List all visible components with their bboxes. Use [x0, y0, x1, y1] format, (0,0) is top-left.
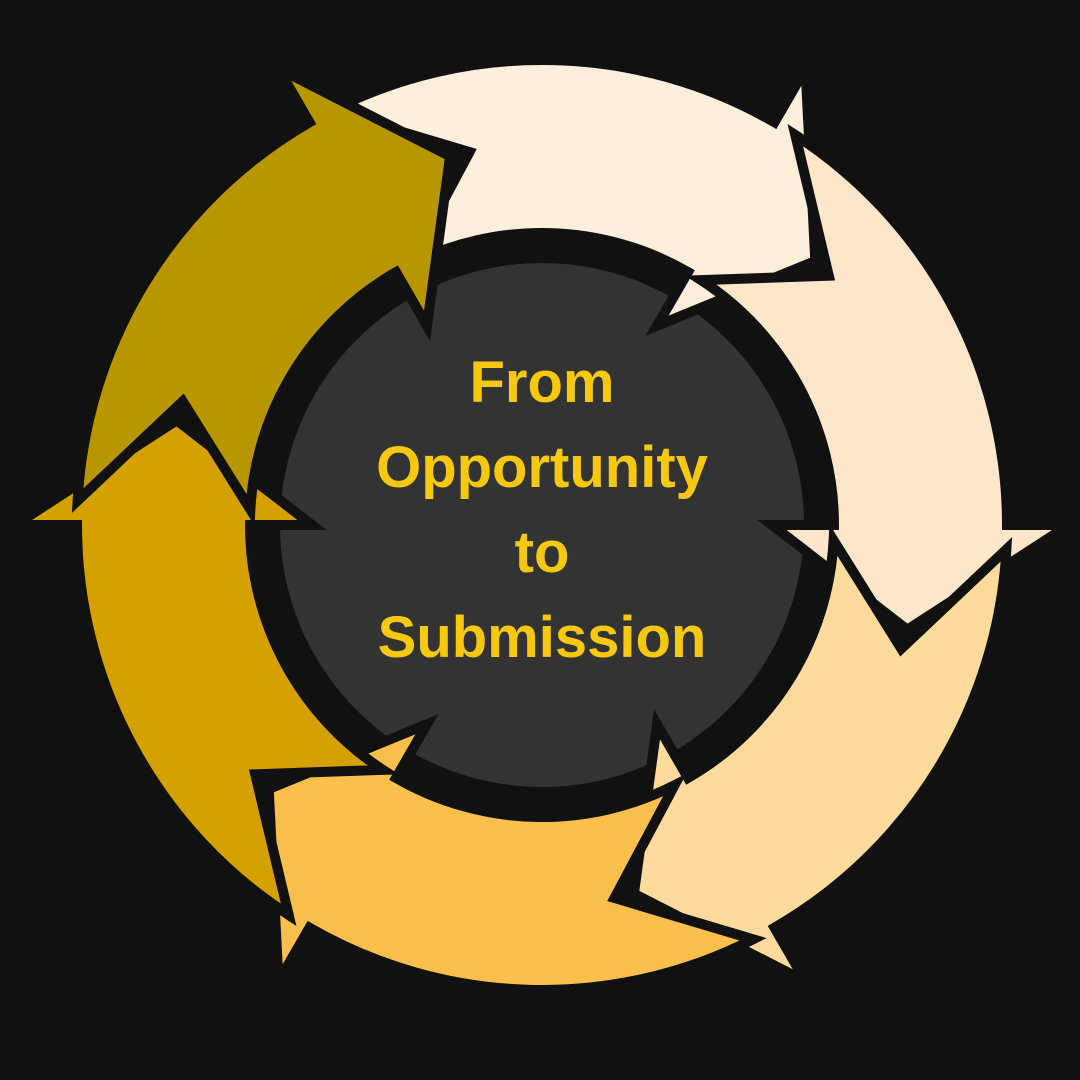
cycle-arrow-3	[628, 524, 1013, 994]
title-line-1: From	[469, 350, 615, 415]
cycle-arrow-6	[71, 56, 456, 526]
center-title: From Opportunity to Submission	[282, 340, 802, 680]
center-circle	[280, 263, 804, 787]
cycle-arrow-4	[263, 714, 767, 999]
cycle-arrow-1	[317, 51, 821, 336]
title-line-2: Opportunity	[376, 435, 708, 500]
cycle-arrow-5	[0, 414, 400, 927]
title-line-3: to	[514, 520, 570, 585]
title-line-4: Submission	[377, 605, 707, 670]
cycle-arrow-2	[684, 123, 1080, 636]
